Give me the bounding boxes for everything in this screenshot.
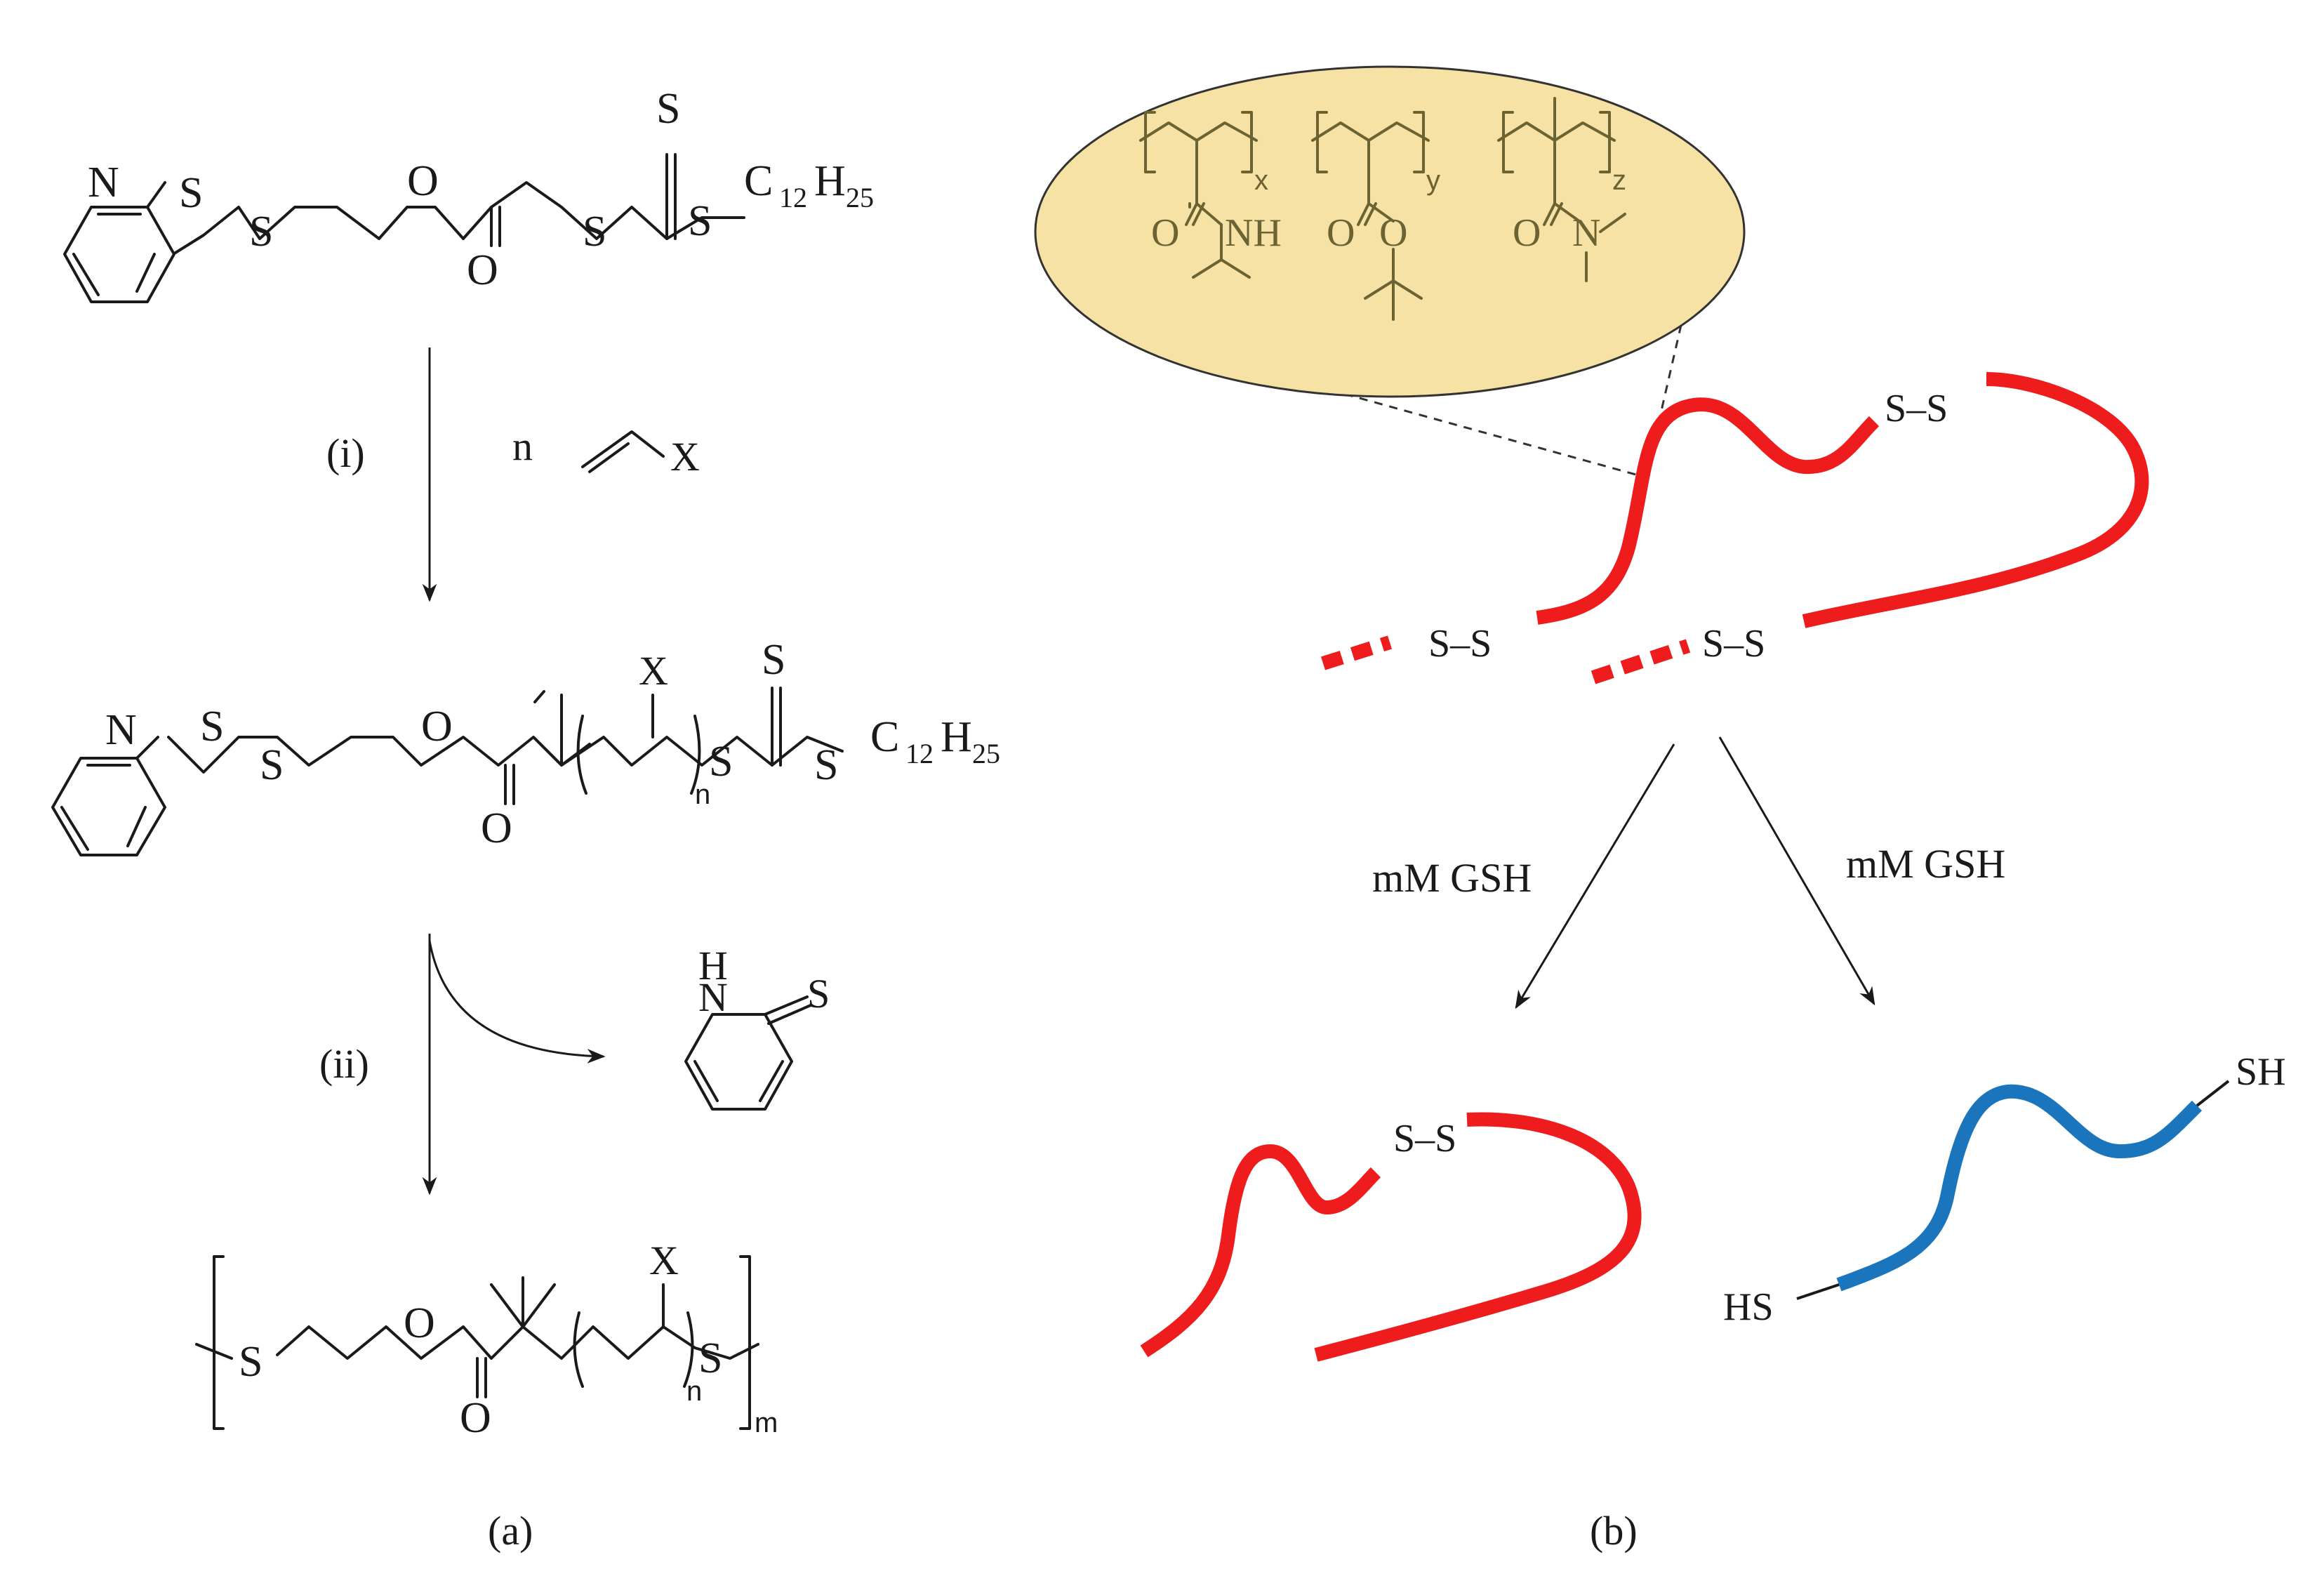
atom-O: O	[481, 804, 512, 852]
byproduct-molecule: H N S	[684, 943, 830, 1111]
product-intact-chain: S–S	[1140, 1112, 1642, 1362]
disulfide-top: S–S	[1885, 387, 1948, 430]
reagent-n: n	[512, 423, 533, 469]
chain-segment-loop	[1802, 372, 2149, 628]
monomer-inset: x O NH y O O z O N	[1034, 65, 1746, 398]
substituent-X: X	[639, 648, 668, 694]
polymer-molecule: S O O X n S m	[195, 1238, 778, 1442]
step-ii-label: (ii)	[319, 1041, 369, 1087]
atom-O: O	[421, 703, 453, 750]
atom-S: S	[688, 197, 712, 245]
atom-S: S	[200, 703, 224, 750]
polymer-network: S–S S–S S–S	[1320, 372, 2149, 684]
panel-b-caption: (b)	[1590, 1508, 1638, 1554]
atom-S: S	[709, 738, 733, 786]
atom-S: S	[814, 741, 838, 789]
atom-S: S	[239, 1338, 263, 1386]
disulfide-right: S–S	[1702, 622, 1765, 665]
amide-O: O	[1151, 211, 1179, 255]
atom-S: S	[656, 85, 680, 133]
panel-a: N S S O O S S S C 12 H 25 (i) n X	[51, 85, 1000, 1554]
ester-O: O	[1327, 211, 1355, 255]
ester-O: O	[1379, 211, 1407, 255]
atom-H: H	[941, 713, 972, 761]
atom-N: N	[105, 706, 137, 754]
disulfide-remaining: S–S	[1393, 1117, 1456, 1160]
panel-b: x O NH y O O z O N S–S S–S S–S	[1034, 65, 2286, 1554]
subscript-12: 12	[779, 182, 807, 213]
atom-O: O	[467, 246, 498, 294]
atom-N: N	[698, 974, 728, 1020]
inset-ellipse	[1034, 65, 1746, 398]
atom-S: S	[807, 971, 830, 1016]
atom-S: S	[249, 208, 273, 256]
product-cleaved-chain: SH HS	[1723, 1050, 2286, 1329]
reagent-x: X	[670, 434, 700, 479]
disulfide-left: S–S	[1428, 622, 1492, 665]
atom-H: H	[698, 943, 728, 988]
intermediate-molecule: N S S O O X n S S S C 12 H 25	[51, 636, 1000, 856]
repeat-n: n	[695, 779, 710, 810]
arrow-gsh-right	[1718, 736, 1875, 1006]
amide-NH: NH	[1225, 211, 1282, 255]
atom-S: S	[179, 169, 203, 217]
arrow-byproduct	[428, 940, 606, 1064]
step-i-label: (i)	[326, 430, 365, 476]
panel-a-caption: (a)	[488, 1508, 533, 1554]
subscript-12: 12	[905, 738, 934, 769]
atom-O: O	[407, 157, 439, 205]
chain-dashed-right	[1591, 639, 1691, 684]
atom-S: S	[762, 636, 785, 684]
atom-S: S	[698, 1334, 722, 1382]
chain-segment-upper	[1536, 397, 1880, 625]
atom-C: C	[870, 713, 899, 761]
thiol-end-left: HS	[1723, 1285, 1774, 1329]
subscript-z: z	[1612, 165, 1626, 196]
chain-segment-loop	[1314, 1112, 1642, 1362]
gsh-label-left: mM GSH	[1372, 855, 1532, 901]
gsh-label-right: mM GSH	[1846, 841, 2005, 887]
atom-H: H	[814, 157, 846, 205]
subscript-x: x	[1254, 165, 1268, 196]
chain-segment-wavy	[1140, 1144, 1381, 1358]
subscript-25: 25	[846, 182, 874, 213]
repeat-n: n	[686, 1376, 702, 1407]
atom-O: O	[404, 1299, 435, 1347]
chain-dashed-left	[1320, 635, 1393, 670]
atom-S: S	[260, 741, 284, 789]
repeat-m: m	[755, 1408, 778, 1438]
dma-O: O	[1513, 211, 1541, 255]
vinyl-monomer	[581, 430, 665, 468]
substituent-X: X	[649, 1238, 679, 1283]
thiol-end-right: SH	[2236, 1050, 2286, 1094]
subscript-25: 25	[972, 738, 1000, 769]
blue-chain	[1836, 1084, 2203, 1292]
atom-N: N	[88, 159, 119, 206]
dma-N: N	[1572, 211, 1600, 255]
atom-O: O	[460, 1394, 491, 1442]
arrow-gsh-left	[1515, 743, 1675, 1009]
atom-S: S	[583, 208, 606, 256]
subscript-y: y	[1426, 165, 1440, 196]
start-molecule: N S S O O S S S C 12 H 25	[63, 85, 874, 303]
atom-C: C	[744, 157, 773, 205]
